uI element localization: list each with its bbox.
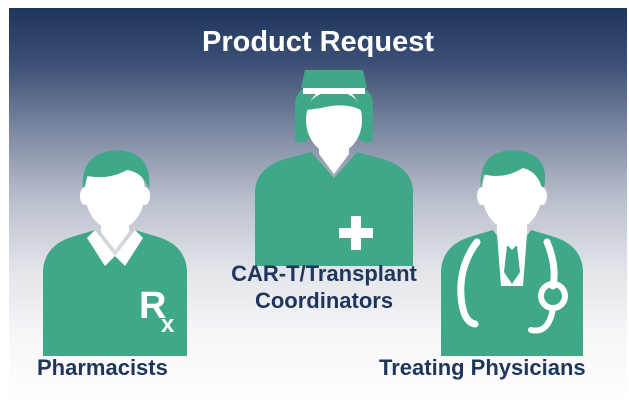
coordinators-label-line2: Coordinators: [254, 288, 394, 313]
nurse-icon: [255, 70, 413, 266]
pharmacist-icon: R x: [43, 150, 187, 356]
svg-text:x: x: [161, 311, 175, 338]
physicians-label: Treating Physicians: [379, 355, 586, 380]
diagram-title: Product Request: [201, 26, 435, 58]
pharmacists-label: Pharmacists: [37, 355, 168, 380]
physician-figure: [427, 146, 597, 356]
pharmacist-figure: R x: [35, 146, 195, 356]
coordinator-figure: [249, 66, 419, 266]
svg-text:R: R: [139, 285, 166, 327]
coordinators-label-line1: CAR-T/Transplant: [231, 261, 417, 286]
coordinators-label: CAR-T/Transplant Coordinators: [199, 260, 449, 314]
physician-icon: [441, 150, 583, 356]
diagram-panel: Product Request R x Pharmacists: [9, 8, 627, 408]
